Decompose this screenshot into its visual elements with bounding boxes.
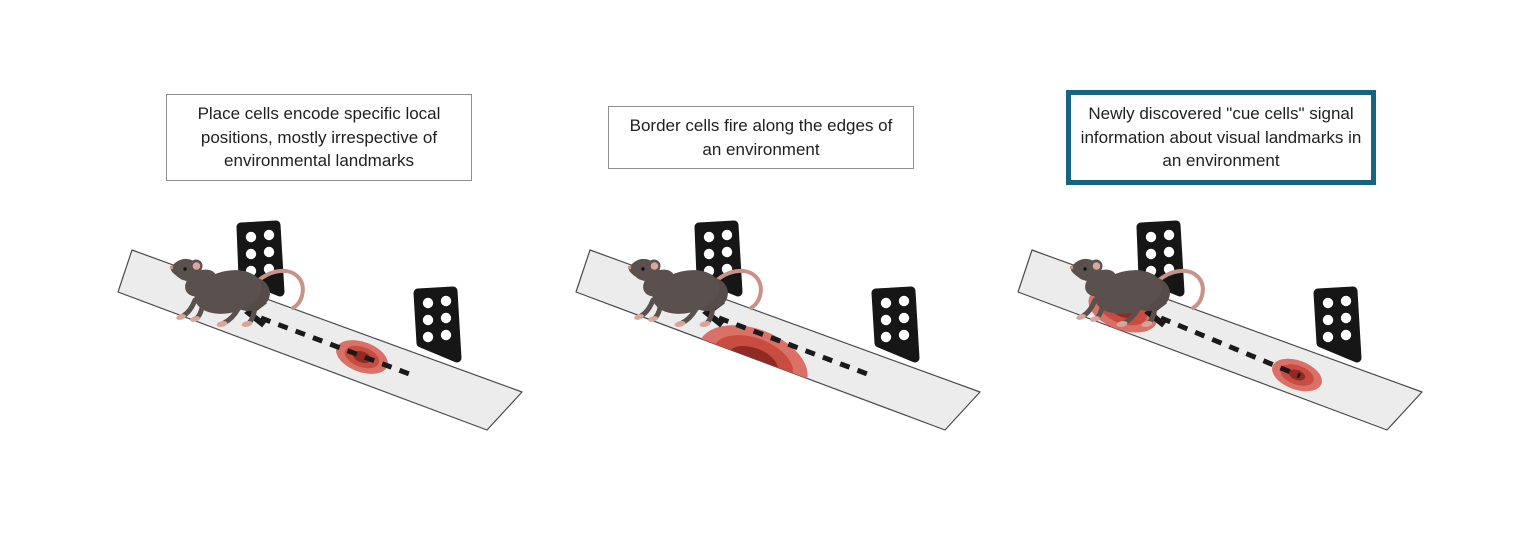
caption-area: Place cells encode specific local positi… xyxy=(100,85,560,190)
caption-area: Border cells fire along the edges of an … xyxy=(558,85,1018,190)
landmark-tower-far xyxy=(1313,286,1362,363)
illustration-place-cells xyxy=(117,220,523,431)
panel-place-cells: Place cells encode specific local positi… xyxy=(100,85,560,495)
caption-area: Newly discovered "cue cells" signal info… xyxy=(1000,85,1460,190)
caption-border-cells: Border cells fire along the edges of an … xyxy=(608,106,914,169)
illustration-border-cells xyxy=(575,220,981,431)
panel-border-cells: Border cells fire along the edges of an … xyxy=(558,85,1018,495)
mouse xyxy=(169,258,305,327)
landmark-tower-far xyxy=(413,286,462,363)
illustration-cue-cells xyxy=(1017,220,1423,431)
panel-cue-cells: Newly discovered "cue cells" signal info… xyxy=(1000,85,1460,495)
mouse xyxy=(627,258,763,327)
mouse xyxy=(1069,258,1205,327)
caption-place-cells: Place cells encode specific local positi… xyxy=(166,94,472,181)
landmark-tower-far xyxy=(871,286,920,363)
caption-cue-cells: Newly discovered "cue cells" signal info… xyxy=(1066,90,1376,185)
